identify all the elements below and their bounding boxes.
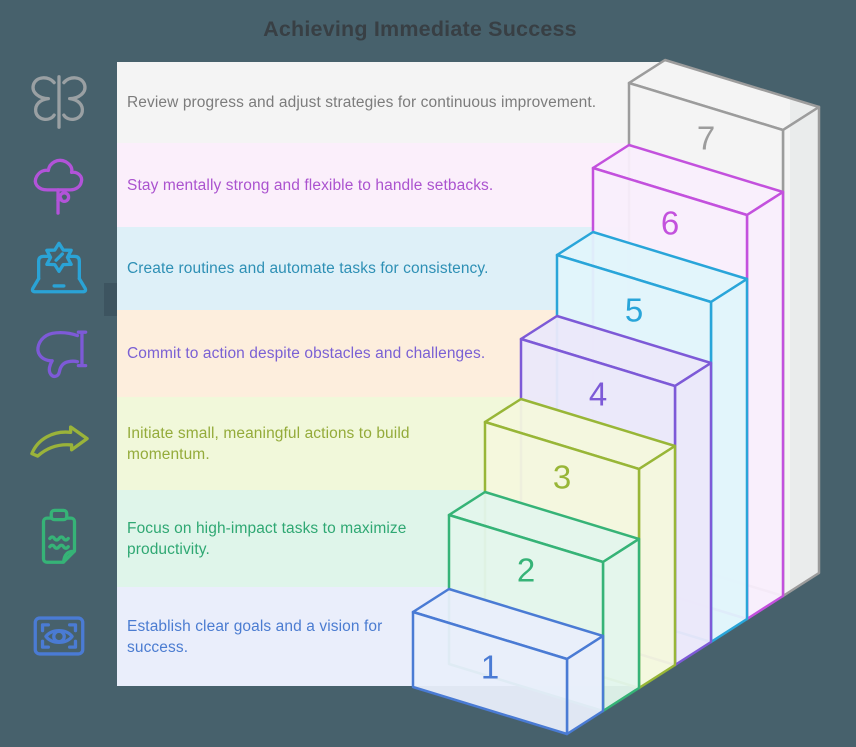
content-panel: Review progress and adjust strategies fo…: [117, 62, 790, 686]
step-row-label: Create routines and automate tasks for c…: [127, 260, 489, 277]
swoosh-arrow-icon: [28, 412, 90, 474]
laptop-gear-icon: [28, 237, 90, 299]
page-title: Achieving Immediate Success: [263, 17, 577, 41]
step-row-label: Review progress and adjust strategies fo…: [127, 94, 597, 111]
step-row-label: Focus on high-impact tasks to maximize p…: [127, 519, 407, 558]
step-row-3: Initiate small, meaningful actions to bu…: [117, 397, 790, 490]
step-row-6: Stay mentally strong and flexible to han…: [117, 143, 790, 227]
step-row-1: Establish clear goals and a vision for s…: [117, 587, 790, 686]
clipboard-icon: [28, 507, 90, 569]
step-row-5: Create routines and automate tasks for c…: [117, 227, 790, 310]
eye-vision-icon: [28, 605, 90, 667]
step-row-4: Commit to action despite obstacles and c…: [117, 310, 790, 397]
step-row-2: Focus on high-impact tasks to maximize p…: [117, 490, 790, 587]
butterfly-icon: [28, 71, 90, 133]
left-edge-tab: [104, 283, 117, 316]
thumbs-down-icon: [28, 322, 90, 384]
step-row-7: Review progress and adjust strategies fo…: [117, 62, 790, 143]
step-row-label: Initiate small, meaningful actions to bu…: [127, 424, 410, 463]
step-row-label: Commit to action despite obstacles and c…: [127, 345, 486, 362]
step-row-label: Stay mentally strong and flexible to han…: [127, 176, 494, 194]
step-row-label: Establish clear goals and a vision for s…: [127, 617, 383, 656]
mind-tree-icon: [28, 154, 90, 216]
